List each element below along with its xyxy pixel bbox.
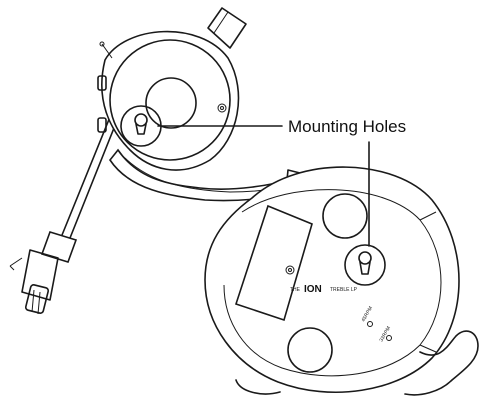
upper-base: [98, 32, 238, 170]
tonearm-shaft: [60, 112, 118, 243]
brand-name: ION: [304, 284, 322, 295]
model-prefix: THE: [290, 287, 301, 293]
cartridge: [10, 232, 76, 314]
callout-label: Mounting Holes: [288, 117, 406, 136]
tonearm-post: [208, 8, 246, 48]
model-suffix: TREBLE LP: [330, 287, 358, 293]
